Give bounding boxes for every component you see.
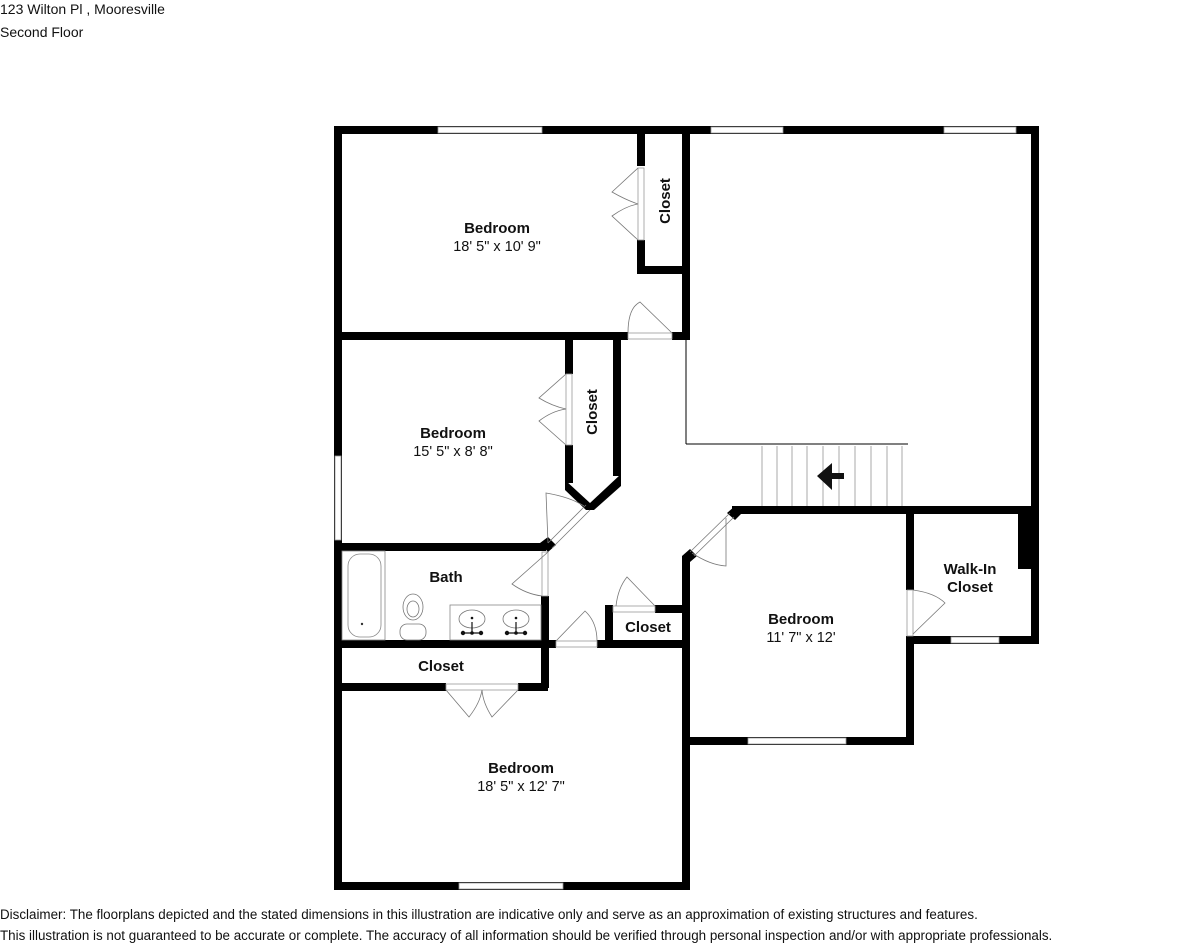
windows <box>334 126 1017 890</box>
plan-header: 123 Wilton Pl , Mooresville Second Floor <box>0 0 165 44</box>
room-label: Bedroom <box>420 425 486 442</box>
disclaimer-line-1: Disclaimer: The floorplans depicted and … <box>0 907 978 922</box>
room-bedroom-2: Bedroom 15' 5" x 8' 8" <box>413 425 493 460</box>
room-label: Closet <box>418 658 464 675</box>
floor-name: Second Floor <box>0 24 84 40</box>
room-closet-4: Closet <box>625 619 671 636</box>
room-bedroom-1: Bedroom 18' 5" x 10' 9" <box>453 220 541 255</box>
room-walkin-closet: Walk-In Closet <box>944 561 997 596</box>
sink-icon <box>458 609 486 636</box>
room-closet-2: Closet <box>584 389 601 435</box>
room-label: Bedroom <box>488 760 554 777</box>
room-label: Bedroom <box>464 220 530 237</box>
room-label: Closet <box>625 619 671 636</box>
sink-icon <box>502 609 530 636</box>
bath-fixtures <box>341 550 542 641</box>
room-label: Closet <box>657 178 674 224</box>
room-label: Bath <box>429 569 462 586</box>
disclaimer-line-2: This illustration is not guaranteed to b… <box>0 928 1053 943</box>
room-bedroom-3: Bedroom 11' 7" x 12' <box>766 611 835 646</box>
property-address: 123 Wilton Pl , Mooresville <box>0 1 165 17</box>
open-area-outline <box>685 340 908 445</box>
room-closet-3: Closet <box>418 658 464 675</box>
doors <box>445 167 946 718</box>
disclaimer: Disclaimer: The floorplans depicted and … <box>0 904 1052 946</box>
room-bath: Bath <box>429 569 462 586</box>
room-dimensions: 18' 5" x 12' 7" <box>477 779 565 795</box>
room-label-line2: Closet <box>947 579 993 596</box>
room-dimensions: 11' 7" x 12' <box>766 630 835 646</box>
bathtub-icon <box>347 553 382 638</box>
room-label: Closet <box>584 389 601 435</box>
room-bedroom-4: Bedroom 18' 5" x 12' 7" <box>477 760 565 795</box>
staircase <box>761 446 903 506</box>
room-dimensions: 15' 5" x 8' 8" <box>413 444 493 460</box>
room-label: Bedroom <box>768 611 834 628</box>
toilet-icon <box>399 593 427 641</box>
room-dimensions: 18' 5" x 10' 9" <box>453 239 541 255</box>
room-closet-1: Closet <box>657 178 674 224</box>
interior-walls <box>334 126 1039 691</box>
room-label-line1: Walk-In <box>944 561 997 578</box>
stair-direction-arrow-icon <box>817 463 844 490</box>
